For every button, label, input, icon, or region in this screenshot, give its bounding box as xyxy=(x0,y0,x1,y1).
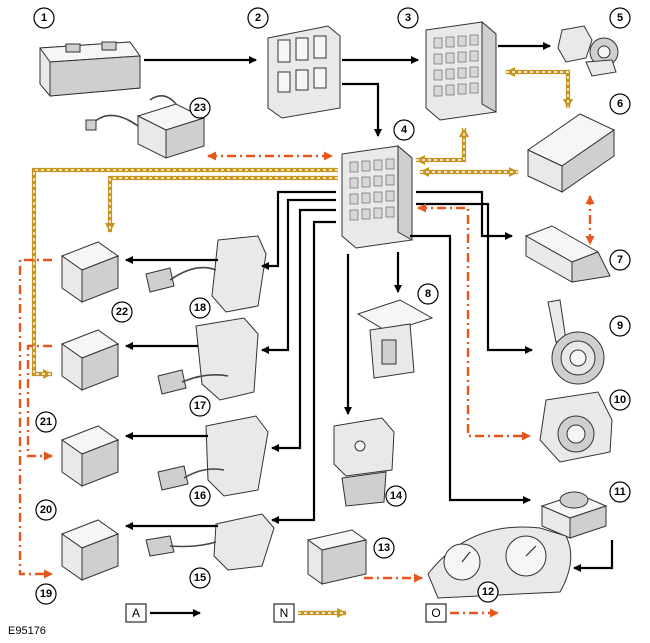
callout-12: 12 xyxy=(477,581,499,603)
callout-9: 9 xyxy=(609,315,631,337)
figure-reference: E95176 xyxy=(8,625,46,637)
svg-text:N: N xyxy=(280,606,289,620)
callout-17: 17 xyxy=(189,395,211,417)
central-junction-box xyxy=(425,20,497,121)
intrusion-sensor xyxy=(540,491,608,539)
door-module-21 xyxy=(60,329,120,391)
callout-1: 1 xyxy=(33,7,55,29)
door-latch-15 xyxy=(145,513,275,571)
svg-text:14: 14 xyxy=(390,490,403,502)
svg-text:1: 1 xyxy=(41,12,47,24)
door-module-22 xyxy=(60,241,120,303)
door-module-19 xyxy=(60,519,120,581)
svg-text:23: 23 xyxy=(194,102,206,114)
svg-text:10: 10 xyxy=(614,394,626,406)
callout-20: 20 xyxy=(35,499,57,521)
svg-text:11: 11 xyxy=(614,486,626,498)
callout-numbers: 1 2 3 4 5 6 7 8 9 10 11 12 13 14 15 16 1… xyxy=(33,7,631,605)
svg-text:5: 5 xyxy=(617,12,623,24)
alarm-sounder xyxy=(557,25,619,77)
callout-11: 11 xyxy=(609,481,631,503)
legend-item-o: O xyxy=(425,603,499,623)
svg-text:12: 12 xyxy=(482,586,494,598)
transceiver-module xyxy=(306,529,368,585)
callout-19: 19 xyxy=(35,583,57,605)
svg-text:18: 18 xyxy=(194,302,206,314)
callout-14: 14 xyxy=(385,485,407,507)
callout-8: 8 xyxy=(417,283,439,305)
svg-text:4: 4 xyxy=(401,124,408,136)
body-control-module xyxy=(341,144,413,249)
svg-text:A: A xyxy=(132,606,140,620)
svg-text:16: 16 xyxy=(194,490,206,502)
legend-item-a: A xyxy=(125,603,201,623)
legend-item-n: N xyxy=(273,603,347,623)
svg-text:20: 20 xyxy=(40,504,52,516)
svg-text:22: 22 xyxy=(116,306,128,318)
callout-7: 7 xyxy=(609,249,631,271)
callout-6: 6 xyxy=(609,93,631,115)
svg-text:15: 15 xyxy=(194,572,206,584)
svg-text:19: 19 xyxy=(40,588,52,600)
legend: A N O xyxy=(125,603,499,623)
door-module-20 xyxy=(60,425,120,487)
callout-4: 4 xyxy=(393,119,415,141)
medium-speed-can-connections xyxy=(31,67,573,379)
battery-backed-sounder xyxy=(539,391,613,463)
horn xyxy=(547,299,605,385)
svg-text:9: 9 xyxy=(617,320,623,332)
svg-text:8: 8 xyxy=(425,288,431,300)
callout-15: 15 xyxy=(189,567,211,589)
callout-18: 18 xyxy=(189,297,211,319)
callout-3: 3 xyxy=(397,7,419,29)
svg-text:6: 6 xyxy=(617,98,623,110)
callout-21: 21 xyxy=(35,411,57,433)
door-latch-16 xyxy=(157,415,269,497)
door-latch-18 xyxy=(145,235,267,313)
callout-10: 10 xyxy=(609,389,631,411)
svg-text:7: 7 xyxy=(617,254,623,266)
svg-text:13: 13 xyxy=(378,542,390,554)
door-latch-17 xyxy=(157,317,259,401)
battery xyxy=(39,41,141,97)
callout-13: 13 xyxy=(373,537,395,559)
svg-text:3: 3 xyxy=(405,12,411,24)
svg-text:O: O xyxy=(431,606,440,620)
svg-text:17: 17 xyxy=(194,400,206,412)
tailgate-latch xyxy=(333,417,395,507)
instrument-cluster xyxy=(427,526,572,599)
callout-16: 16 xyxy=(189,485,211,507)
callout-23: 23 xyxy=(189,97,211,119)
battery-junction-box xyxy=(267,25,341,119)
bracket-module xyxy=(356,299,434,379)
callout-2: 2 xyxy=(247,7,269,29)
svg-text:2: 2 xyxy=(255,12,261,24)
high-speed-can-connections xyxy=(18,151,595,583)
control-module xyxy=(527,113,615,193)
sensor-module xyxy=(524,225,611,283)
callout-22: 22 xyxy=(111,301,133,323)
svg-text:21: 21 xyxy=(40,416,52,428)
harness-module xyxy=(85,95,206,159)
callout-5: 5 xyxy=(609,7,631,29)
